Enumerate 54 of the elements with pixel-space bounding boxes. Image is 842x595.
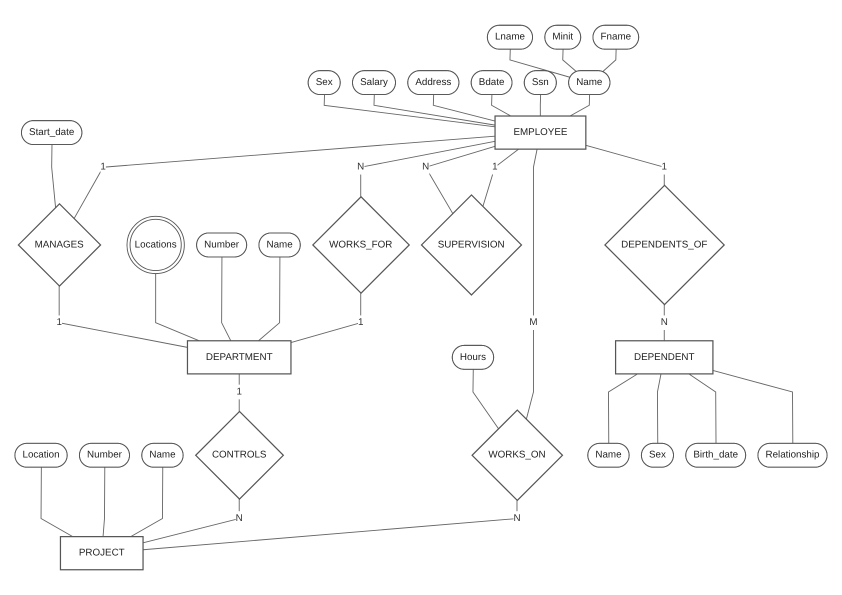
connector [656,373,662,444]
node-box: EMPLOYEE [494,115,586,150]
connector [374,94,496,126]
edge-label: N [236,513,243,524]
node-box: PROJECT [60,536,144,570]
connector [688,373,716,444]
connector [570,94,590,116]
edge-label: 1 [236,386,242,397]
node-diamond: SUPERVISION [420,194,522,296]
connector [562,49,578,72]
node-diamond: MANAGES [18,203,102,287]
edge-label: N [357,162,364,172]
node-diamond: DEPENDENTS_OF [604,184,726,306]
connector [491,94,512,116]
edge-label: 1 [56,317,62,328]
connector [482,148,520,208]
connector [432,94,496,122]
connector [602,49,617,72]
node-diamond: CONTROLS [194,410,284,500]
connector [540,94,542,116]
connector [74,136,496,220]
connector [258,256,280,342]
connector [290,292,362,344]
connector [324,94,496,128]
connector [221,256,232,342]
connector [585,144,665,186]
edge-label: N [422,162,430,172]
connector [509,49,571,78]
edge-label: N [513,513,521,524]
connector [664,304,665,342]
edge-label: 1 [100,162,106,172]
connector [51,144,56,208]
node-diamond: WORKS_FOR [312,196,410,294]
connector [40,467,74,538]
node-diamond: WORKS_ON [471,409,564,502]
connector [155,273,200,342]
connector [526,148,538,420]
edge-label: 1 [492,162,498,172]
connector [102,467,106,538]
edge-label: 1 [358,317,364,328]
connector [360,140,496,198]
connector [142,498,240,544]
connector [472,369,499,430]
connector [142,500,518,550]
node-box: DEPENDENT [614,340,714,374]
connector [58,286,188,348]
node-circle: Locations [126,216,185,274]
node-box: DEPARTMENT [186,340,292,374]
edge-label: 1 [662,162,667,172]
connector [712,370,794,444]
edge-label: N [660,317,668,328]
connector [608,373,638,444]
edge-label: M [529,317,538,328]
connector [130,467,164,538]
